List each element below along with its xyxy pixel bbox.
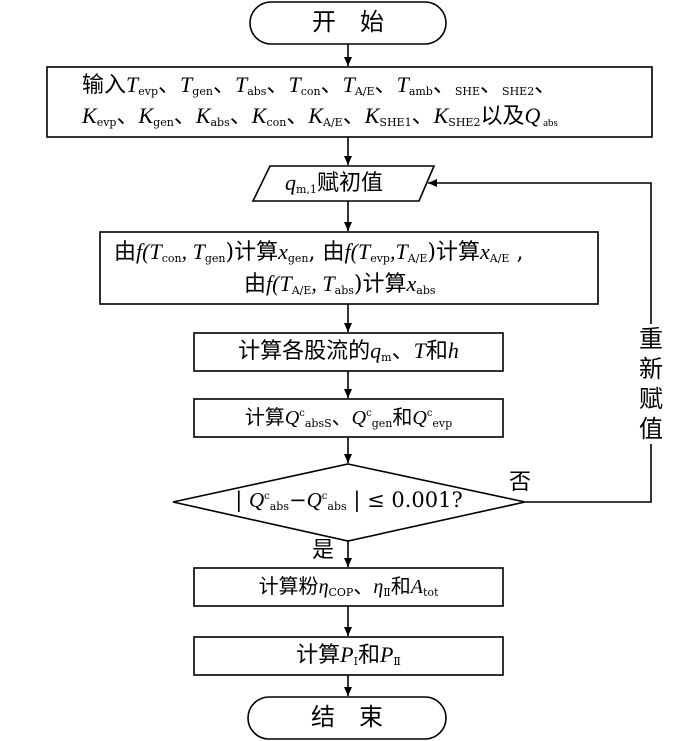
param-symbol: KSHE1 <box>364 103 412 129</box>
param-symbol: TA/E <box>342 72 375 98</box>
param-symbol: Kabs <box>195 103 230 129</box>
init-label: qm,1赋初值 <box>285 170 383 196</box>
input-params-k: Kevp、Kgen、Kabs、Kcon、KA/E、KSHE1、KSHE2 <box>82 103 481 129</box>
param-symbol: Kgen <box>138 103 174 129</box>
param-symbol: Kcon <box>251 103 287 129</box>
compute-streams-label: 计算各股流的qm、T和h <box>238 338 459 364</box>
no-label: 否 <box>509 470 532 495</box>
init-parallelogram <box>251 165 436 202</box>
q-abs-symbol: Q abs <box>524 103 558 129</box>
compute-x-box <box>99 231 599 305</box>
input-and-label: 以及 <box>480 104 525 129</box>
param-symbol: KSHE2 <box>433 103 481 129</box>
end-terminal <box>247 696 447 740</box>
input-box <box>46 66 653 138</box>
input-line-1: 输入Tevp、Tgen、Tabs、Tcon、TA/E、Tamb、SHE、SHE2… <box>82 72 556 99</box>
param-symbol: Kevp <box>82 103 117 129</box>
param-symbol: KA/E <box>308 103 343 129</box>
compute-p-label: 计算PⅠ和PⅡ <box>296 642 401 668</box>
start-label: 开 始 <box>312 8 384 36</box>
param-symbol: Tamb <box>396 72 433 98</box>
compute-cop-label: 计算粉ηCOP、ηⅡ和Atot <box>258 574 439 599</box>
param-symbol: SHE <box>454 85 481 98</box>
compute-x-line-1: 由f(Tcon, Tgen)计算xgen, 由f(Tevp,TA/E)计算xA/… <box>114 239 524 265</box>
reassign-label: 重 新 赋 值 <box>637 324 665 444</box>
input-prefix: 输入 <box>82 73 127 98</box>
compute-q-label: 计算QcabsS、Qcgen和Qcevp <box>244 405 453 430</box>
yes-label: 是 <box>312 538 335 563</box>
input-params-temps: Tevp、Tgen、Tabs、Tcon、TA/E、Tamb、SHE、SHE2、 <box>126 72 557 98</box>
input-line-2: Kevp、Kgen、Kabs、Kcon、KA/E、KSHE1、KSHE2以及Q … <box>82 103 558 130</box>
end-label: 结 束 <box>311 703 383 731</box>
compute-x-line-2: 由f(TA/E, Tabs)计算xabs <box>244 271 436 297</box>
param-symbol: SHE2 <box>502 85 535 98</box>
decision-label: | Qcabs−Qcabs | ≤ 0.001? <box>235 488 463 513</box>
param-symbol: Tcon <box>288 72 321 98</box>
param-symbol: Tevp <box>126 72 159 98</box>
param-symbol: Tabs <box>234 72 267 98</box>
param-symbol: Tgen <box>180 72 213 98</box>
